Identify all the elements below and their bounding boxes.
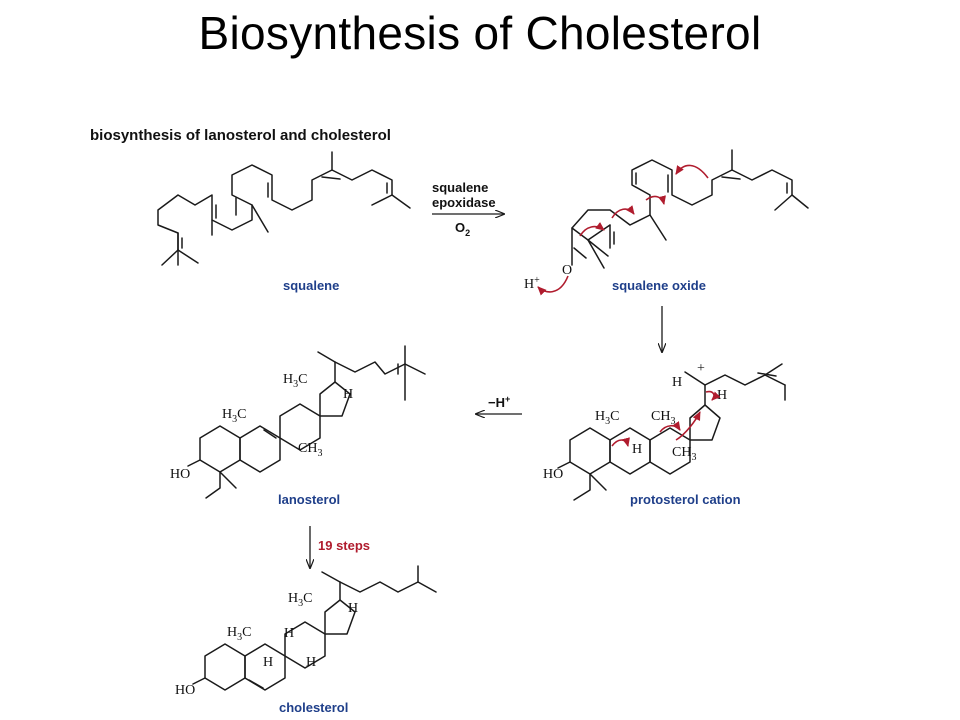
epoxide-oxygen: O (562, 263, 572, 278)
epoxidase-step: squalene epoxidase O2 (432, 180, 504, 238)
hydrogen-atom: H (632, 442, 642, 457)
enzyme-name-line1: squalene (432, 180, 488, 195)
hydrogen-atom: H (306, 655, 316, 670)
cholesterol-label: cholesterol (279, 700, 348, 715)
multi-step-conversion: 19 steps (310, 526, 370, 568)
squalene-structure: squalene (157, 151, 411, 293)
lanosterol-structure: HO H3C H3C CH3 H lanosterol (170, 345, 426, 507)
reagent: O2 (455, 220, 470, 238)
methyl-group: CH3 (672, 445, 696, 463)
page-title: Biosynthesis of Cholesterol (198, 7, 762, 59)
methyl-group: H3C (288, 591, 312, 609)
methyl-group: H3C (595, 409, 619, 427)
methyl-group: CH3 (298, 441, 322, 459)
hydrogen-atom: H (717, 388, 727, 403)
deprotonation-label: −H+ (488, 394, 510, 410)
hydrogen-atom: H (348, 601, 358, 616)
hydroxyl-group: HO (170, 467, 190, 482)
figure-heading: biosynthesis of lanosterol and cholester… (90, 127, 391, 144)
methyl-group: H3C (222, 407, 246, 425)
hydrogen-atom: H (672, 375, 682, 390)
protosterol-structure: HO H3C CH3 CH3 H H H + protosterol catio… (543, 361, 786, 507)
squalene-label: squalene (283, 278, 339, 293)
deprotonation-step: −H+ (476, 394, 522, 414)
hydroxyl-group: HO (175, 683, 195, 698)
cation-charge: + (697, 361, 705, 376)
steps-label: 19 steps (318, 538, 370, 553)
methyl-group: H3C (283, 372, 307, 390)
hydrogen-atom: H (284, 626, 294, 641)
methyl-group: H3C (227, 625, 251, 643)
hydroxyl-group: HO (543, 467, 563, 482)
lanosterol-label: lanosterol (278, 492, 340, 507)
enzyme-name-line2: epoxidase (432, 195, 496, 210)
protosterol-label: protosterol cation (630, 492, 741, 507)
squalene-oxide-label: squalene oxide (612, 278, 706, 293)
squalene-oxide-structure: O H+ squalene oxide (524, 149, 809, 296)
hydrogen-atom: H (343, 387, 353, 402)
methyl-group: CH3 (651, 409, 675, 427)
cholesterol-structure: HO H3C H3C H H H H cholesterol (175, 565, 437, 715)
proton: H+ (524, 275, 540, 292)
hydrogen-atom: H (263, 655, 273, 670)
